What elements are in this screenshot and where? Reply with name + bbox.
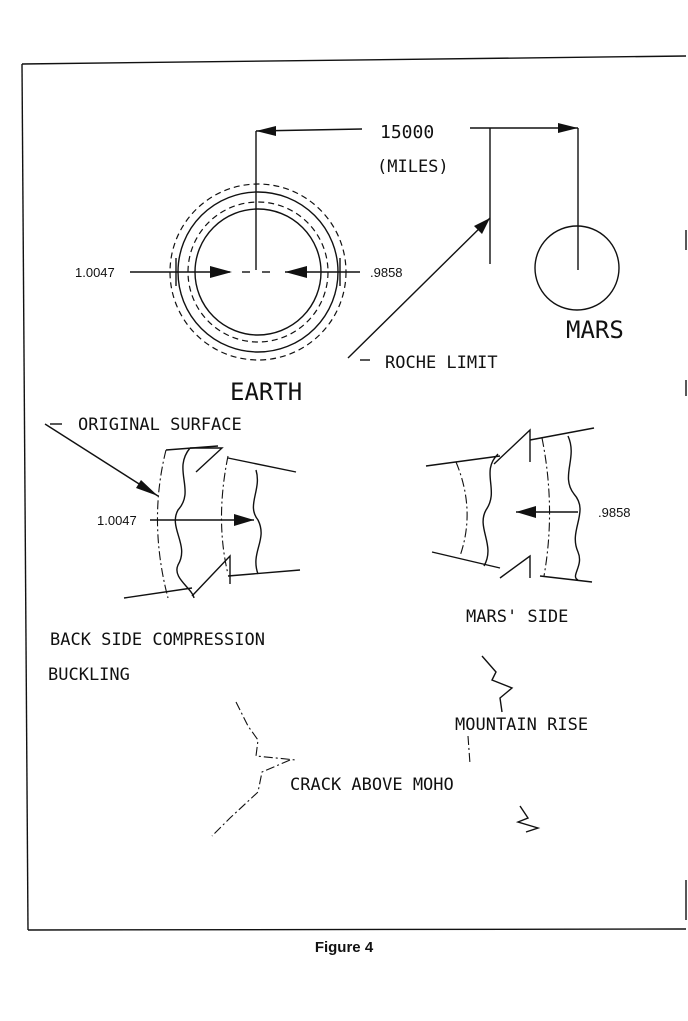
mars-diagram: MARS — [534, 225, 624, 344]
earth-diagram: 1.0047 .9858 EARTH — [75, 183, 403, 406]
mars-label: MARS — [566, 316, 624, 344]
back-side-section: 1.0047 — [97, 445, 301, 599]
original-surface-callout: ORIGINAL SURFACE — [44, 415, 242, 497]
earth-left-value: 1.0047 — [75, 265, 115, 280]
original-surface-label: ORIGINAL SURFACE — [78, 415, 242, 435]
mountain-rise-label: MOUNTAIN RISE — [455, 715, 588, 735]
left-detail-value: 1.0047 — [97, 513, 137, 528]
mars-side-section: .9858 MARS' SIDE — [425, 427, 631, 627]
roche-limit-label: ROCHE LIMIT — [385, 353, 498, 373]
crack-above-moho-label: CRACK ABOVE MOHO — [290, 775, 454, 795]
distance-dimension: 15000 (MILES) — [255, 122, 579, 270]
mountain-rise-callout: MOUNTAIN RISE — [455, 655, 588, 765]
earth-label: EARTH — [230, 378, 302, 406]
figure-caption: Figure 4 — [314, 939, 374, 956]
crack-callout: CRACK ABOVE MOHO — [211, 701, 541, 837]
page-frame — [21, 55, 687, 931]
roche-limit-pointer: ROCHE LIMIT — [347, 217, 498, 373]
back-side-compression-label: BACK SIDE COMPRESSION — [50, 630, 265, 650]
distance-unit-label: (MILES) — [377, 157, 449, 177]
mars-side-label: MARS' SIDE — [466, 607, 568, 627]
right-detail-value: .9858 — [598, 505, 631, 520]
earth-right-value: .9858 — [370, 265, 403, 280]
buckling-label: BUCKLING — [48, 665, 130, 685]
distance-value-label: 15000 — [380, 122, 434, 143]
